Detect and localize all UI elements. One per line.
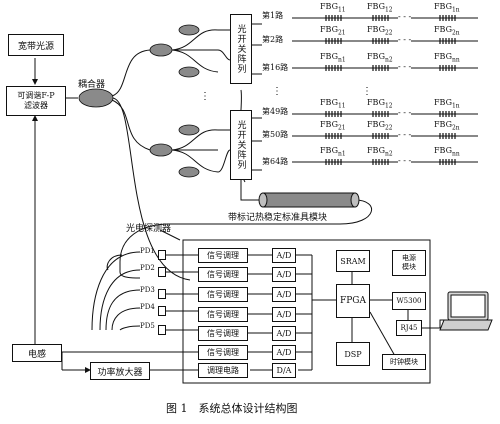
fbg-label: FBG21 <box>320 120 346 132</box>
pd-label: PD3 <box>140 286 155 294</box>
fpga-box: FPGA <box>336 284 370 318</box>
fbg-label: FBGn1 <box>320 52 346 64</box>
ad-converter-box: A/D <box>272 248 296 263</box>
fbg-label: FBGnn <box>434 52 460 64</box>
channel-label: 第1路 <box>262 11 284 20</box>
ellipsis-vertical: ⋮ <box>272 86 282 97</box>
calibration-cylinder <box>258 192 360 208</box>
fbg-label: FBGn1 <box>320 146 346 158</box>
dsp-box: DSP <box>336 342 370 366</box>
fbg-gap-dashes: - - - <box>398 156 412 165</box>
fbg-label: FBG22 <box>367 25 393 37</box>
w5300-box: W5300 <box>392 292 426 310</box>
fbg-gap-dashes: - - - <box>398 108 412 117</box>
pd-label: PD5 <box>140 322 155 330</box>
inductor-box: 电感 <box>12 344 62 362</box>
ellipsis-vertical: ⋮ <box>362 86 372 97</box>
signal-conditioning-box: 信号调理 <box>198 248 248 263</box>
channel-label: 第64路 <box>262 157 289 166</box>
clock-module-box: 时钟模块 <box>382 354 426 370</box>
ad-converter-box: A/D <box>272 287 296 302</box>
ellipsis-vertical: ⋮ <box>200 91 210 102</box>
signal-conditioning-box: 信号调理 <box>198 267 248 282</box>
fbg-label: FBG11 <box>320 2 346 14</box>
channel-label: 第2路 <box>262 35 284 44</box>
fbg-label: FBGnn <box>434 146 460 158</box>
photodiode-box <box>158 250 166 260</box>
power-module-box: 电源模块 <box>392 250 426 276</box>
fbg-label: FBGn2 <box>367 146 393 158</box>
pd-label: PD4 <box>140 303 155 311</box>
ad-converter-box: A/D <box>272 267 296 282</box>
fbg-label: FBG22 <box>367 120 393 132</box>
signal-conditioning-box: 信号调理 <box>198 307 248 322</box>
fbg-label: FBG12 <box>367 98 393 110</box>
photodiode-box <box>158 306 166 316</box>
da-box: D/A <box>272 363 296 378</box>
photodiode-box <box>158 289 166 299</box>
fbg-label: FBG2n <box>434 25 460 37</box>
broadband-source-box: 宽带光源 <box>8 34 64 56</box>
figure-caption: 图 1 系统总体设计结构图 <box>166 402 298 415</box>
channel-label: 第49路 <box>262 107 289 116</box>
fbg-label: FBG1n <box>434 2 460 14</box>
ad-converter-box: A/D <box>272 345 296 360</box>
fbg-gap-dashes: - - - <box>398 130 412 139</box>
signal-conditioning-box: 信号调理 <box>198 345 248 360</box>
coupler-ellipse <box>78 88 114 108</box>
signal-conditioning-box: 信号调理 <box>198 326 248 341</box>
fbg-gap-dashes: - - - <box>398 12 412 21</box>
rj45-box: RJ45 <box>396 320 422 336</box>
adjust-circuit-box: 调理电路 <box>198 363 248 378</box>
power-amplifier-box: 功率放大器 <box>90 362 150 380</box>
fbg-gap-dashes: - - - <box>398 62 412 71</box>
fbg-label: FBGn2 <box>367 52 393 64</box>
fbg-gap-dashes: - - - <box>398 35 412 44</box>
ad-converter-box: A/D <box>272 326 296 341</box>
pd-label: PD1 <box>140 247 155 255</box>
optical-switch-array-1: 光开关阵列 <box>230 14 252 84</box>
pd-label: PD2 <box>140 264 155 272</box>
photodiode-box <box>158 325 166 335</box>
signal-conditioning-box: 信号调理 <box>198 287 248 302</box>
channel-label: 第16路 <box>262 63 289 72</box>
laptop-icon <box>439 291 493 331</box>
fbg-label: FBG12 <box>367 2 393 14</box>
sram-box: SRAM <box>336 250 370 272</box>
fbg-label: FBG11 <box>320 98 346 110</box>
fiber-coupler-bottom <box>111 99 151 151</box>
coupler-label: 耦合器 <box>78 80 106 90</box>
calibration-module-label: 带标记热稳定标准具模块 <box>228 213 328 223</box>
fbg-label: FBG21 <box>320 25 346 37</box>
photodiode-box <box>158 267 166 277</box>
fiber-to-photodetector <box>111 97 191 281</box>
ad-converter-box: A/D <box>272 307 296 322</box>
optical-switch-array-2: 光开关阵列 <box>230 110 252 180</box>
fbg-label: FBG1n <box>434 98 460 110</box>
fiber-coupler-top <box>111 49 151 97</box>
photodetector-label: 光电探测器 <box>126 224 172 234</box>
channel-label: 第50路 <box>262 130 289 139</box>
fbg-label: FBG2n <box>434 120 460 132</box>
